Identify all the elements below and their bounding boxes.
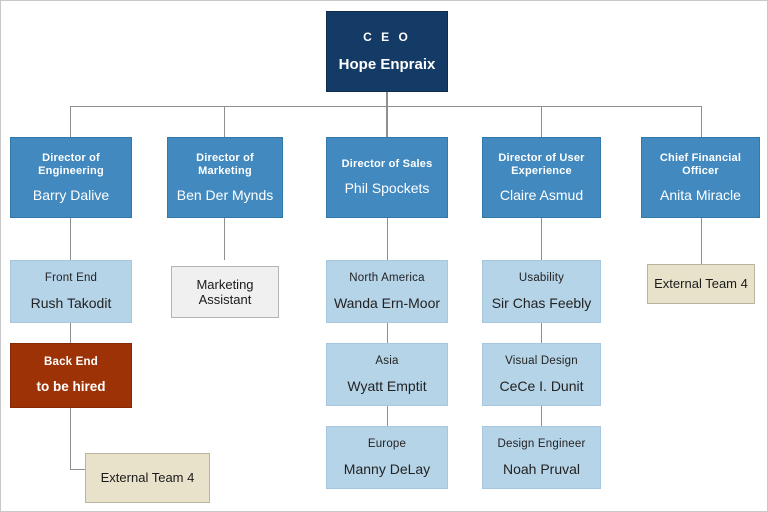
node-director-user-experience-title: Director of User Experience [498, 151, 585, 177]
node-director-sales-name: Phil Spockets [344, 180, 430, 197]
node-visual-design-title: Visual Design [505, 354, 578, 367]
node-usability[interactable]: Usability Sir Chas Feebly [482, 260, 601, 323]
node-director-engineering-title: Director of Engineering [38, 151, 104, 177]
node-design-engineer[interactable]: Design Engineer Noah Pruval [482, 426, 601, 489]
node-chief-financial-officer[interactable]: Chief Financial Officer Anita Miracle [641, 137, 760, 218]
connector-bus-to-ux [541, 106, 542, 137]
node-director-sales[interactable]: Director of Sales Phil Spockets [326, 137, 448, 218]
node-north-america-title: North America [349, 271, 425, 284]
node-director-user-experience[interactable]: Director of User Experience Claire Asmud [482, 137, 601, 218]
node-director-engineering[interactable]: Director of Engineering Barry Dalive [10, 137, 132, 218]
node-external-team-engineering-name: External Team 4 [100, 470, 195, 486]
connector-bus-to-marketing [224, 106, 225, 137]
node-director-marketing[interactable]: Director of Marketing Ben Der Mynds [167, 137, 283, 218]
connector-backend-drop [70, 408, 71, 470]
node-north-america[interactable]: North America Wanda Ern-Moor [326, 260, 448, 323]
node-ceo-title: C E O [363, 29, 411, 44]
node-europe-title: Europe [367, 437, 407, 450]
node-external-team-cfo-name: External Team 4 [654, 276, 748, 292]
node-europe-name: Manny DeLay [343, 460, 431, 477]
node-chief-financial-officer-name: Anita Miracle [660, 186, 741, 203]
connector-ux-to-usability [541, 218, 542, 260]
connector-frontend-to-backend [70, 323, 71, 343]
node-director-marketing-title: Director of Marketing [196, 151, 254, 177]
connector-bus-to-engineering [70, 106, 71, 137]
connector-bus-to-sales [386, 106, 388, 137]
node-front-end-name: Rush Takodit [30, 294, 112, 311]
node-marketing-assistant-name: Marketing Assistant [196, 276, 254, 307]
node-back-end[interactable]: Back End to be hired [10, 343, 132, 408]
node-external-team-cfo[interactable]: External Team 4 [647, 264, 755, 304]
node-ceo[interactable]: C E O Hope Enpraix [326, 11, 448, 92]
node-external-team-engineering[interactable]: External Team 4 [85, 453, 210, 503]
node-asia-title: Asia [375, 354, 399, 367]
connector-backend-to-external-team [70, 469, 86, 470]
node-europe[interactable]: Europe Manny DeLay [326, 426, 448, 489]
connector-north-america-to-asia [387, 323, 388, 343]
node-usability-title: Usability [518, 271, 565, 284]
node-director-marketing-name: Ben Der Mynds [176, 186, 274, 203]
connector-sales-to-north-america [387, 218, 388, 260]
node-director-sales-title: Director of Sales [341, 158, 433, 171]
connector-visual-design-to-design-engineer [541, 406, 542, 426]
node-front-end-title: Front End [44, 271, 98, 284]
node-ceo-name: Hope Enpraix [338, 55, 436, 73]
connector-engineering-to-frontend [70, 218, 71, 260]
node-chief-financial-officer-title: Chief Financial Officer [659, 151, 742, 177]
connector-marketing-to-assistant [224, 218, 225, 260]
node-asia[interactable]: Asia Wyatt Emptit [326, 343, 448, 406]
node-visual-design[interactable]: Visual Design CeCe I. Dunit [482, 343, 601, 406]
node-design-engineer-title: Design Engineer [497, 437, 586, 450]
node-usability-name: Sir Chas Feebly [491, 294, 592, 311]
node-back-end-name: to be hired [36, 378, 106, 394]
node-director-user-experience-name: Claire Asmud [499, 186, 584, 203]
node-director-engineering-name: Barry Dalive [32, 186, 110, 203]
connector-bus-to-cfo [701, 106, 702, 137]
node-north-america-name: Wanda Ern-Moor [333, 294, 441, 311]
connector-usability-to-visual-design [541, 323, 542, 343]
node-back-end-title: Back End [43, 356, 98, 369]
connector-ceo-stem [386, 92, 388, 107]
node-asia-name: Wyatt Emptit [347, 377, 427, 394]
node-design-engineer-name: Noah Pruval [502, 460, 581, 477]
connector-cfo-to-external-team [701, 218, 702, 264]
node-front-end[interactable]: Front End Rush Takodit [10, 260, 132, 323]
node-marketing-assistant[interactable]: Marketing Assistant [171, 266, 279, 318]
connector-asia-to-europe [387, 406, 388, 426]
node-visual-design-name: CeCe I. Dunit [499, 377, 584, 394]
